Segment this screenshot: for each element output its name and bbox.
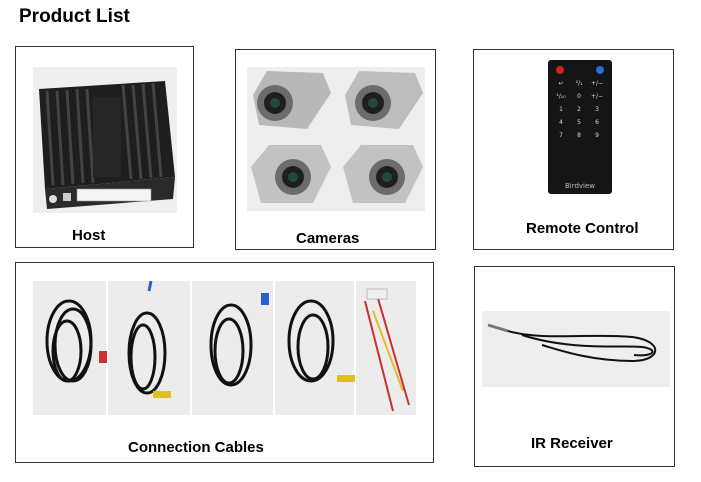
host-card: Host xyxy=(15,46,194,248)
host-photo xyxy=(33,67,177,213)
home-icon xyxy=(596,66,604,74)
remote-keypad: ↵ ²/₁ +/− ¹/₁₀ 0 +/− 1 2 3 4 5 6 7 8 9 xyxy=(552,80,608,139)
remote-brand: Birdview xyxy=(564,182,596,190)
remote-key: 4 xyxy=(559,119,563,126)
remote-caption: Remote Control xyxy=(526,220,639,237)
page-title: Product List xyxy=(19,6,130,27)
camera-unit xyxy=(253,71,331,129)
cables-card: Connection Cables xyxy=(15,262,434,463)
ir-receiver-photo xyxy=(482,311,670,387)
cameras-photo xyxy=(247,67,425,211)
remote-key: 2 xyxy=(577,106,581,113)
ir-card: IR Receiver xyxy=(474,266,675,467)
cameras-card: Cameras xyxy=(235,49,436,250)
remote-card: ↵ ²/₁ +/− ¹/₁₀ 0 +/− 1 2 3 4 5 6 7 8 9 B… xyxy=(473,49,674,250)
remote-key: +/− xyxy=(590,80,604,87)
remote-key: 5 xyxy=(577,119,581,126)
remote-photo: ↵ ²/₁ +/− ¹/₁₀ 0 +/− 1 2 3 4 5 6 7 8 9 B… xyxy=(548,60,612,194)
remote-key: 0 xyxy=(577,93,581,100)
remote-key: 3 xyxy=(595,106,599,113)
remote-key: 1 xyxy=(559,106,563,113)
cables-photo xyxy=(33,281,416,415)
power-icon xyxy=(556,66,564,74)
remote-key: +/− xyxy=(590,93,604,100)
remote-key: ↵ xyxy=(558,80,564,87)
cameras-caption: Cameras xyxy=(296,230,360,247)
remote-key: ¹/₁₀ xyxy=(556,93,566,100)
remote-key: 9 xyxy=(595,132,599,139)
remote-key: 7 xyxy=(559,132,563,139)
cables-caption: Connection Cables xyxy=(128,439,264,456)
host-caption: Host xyxy=(72,227,106,244)
remote-key: 6 xyxy=(595,119,599,126)
ir-caption: IR Receiver xyxy=(531,435,613,452)
remote-key: 8 xyxy=(577,132,581,139)
remote-key: ²/₁ xyxy=(575,80,583,87)
